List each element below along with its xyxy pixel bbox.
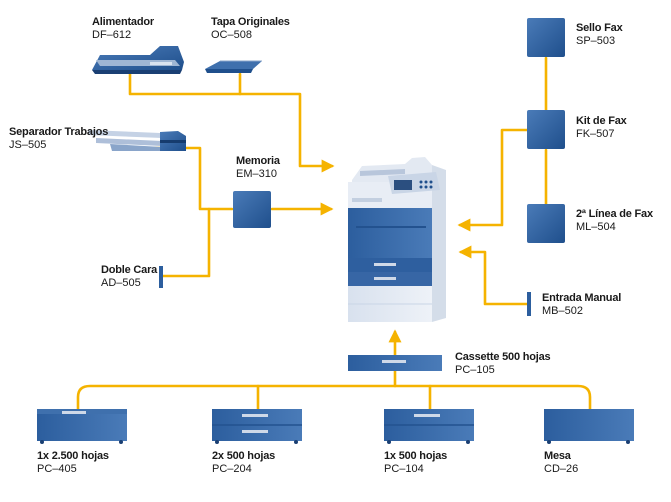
label-pc104: 1x 500 hojas PC–104 (384, 450, 447, 475)
manual-bypass-icon (527, 292, 531, 316)
label-doble-cara: Doble Cara AD–505 (101, 264, 157, 289)
label-memoria-name: Memoria (236, 155, 280, 167)
label-alimentador: Alimentador DF–612 (92, 16, 154, 41)
label-sello-fax-code: SP–503 (576, 34, 616, 47)
label-entrada-manual-name: Entrada Manual (542, 292, 622, 304)
label-kit-fax-code: FK–507 (576, 127, 615, 140)
two-drawer-cabinet-icon (212, 409, 302, 444)
label-separador-trabajos-code: JS–505 (9, 138, 47, 151)
connector-entrada-manual (458, 245, 529, 306)
memory-module-icon (233, 191, 271, 228)
fax-stamp-icon (527, 18, 565, 57)
document-feeder-icon (92, 46, 184, 74)
large-capacity-cabinet-icon (37, 409, 127, 444)
label-kit-fax: Kit de Fax FK–507 (576, 115, 627, 140)
fax-kit-icon (527, 110, 565, 149)
label-pc104-code: PC–104 (384, 462, 424, 475)
paper-cassette-icon (348, 355, 442, 371)
label-pc104-name: 1x 500 hojas (384, 450, 448, 462)
label-separador-trabajos: Separador Trabajos JS–505 (9, 126, 108, 151)
label-memoria-code: EM–310 (236, 167, 277, 180)
label-sello-fax: Sello Fax SP–503 (576, 22, 623, 47)
label-entrada-manual: Entrada Manual MB–502 (542, 292, 621, 317)
label-tapa-originales-code: OC–508 (211, 28, 252, 41)
label-pc204: 2x 500 hojas PC–204 (212, 450, 275, 475)
label-cassette-500: Cassette 500 hojas PC–105 (455, 351, 551, 376)
label-separador-trabajos-name: Separador Trabajos (9, 126, 109, 138)
job-separator-icon (88, 130, 186, 151)
label-tapa-originales-name: Tapa Originales (211, 16, 290, 28)
label-pc405-code: PC–405 (37, 462, 77, 475)
original-cover-icon (205, 60, 262, 73)
multifunction-printer-icon (348, 157, 446, 322)
label-alimentador-code: DF–612 (92, 28, 132, 41)
label-pc204-name: 2x 500 hojas (212, 450, 276, 462)
label-mesa: Mesa CD–26 (544, 450, 578, 475)
label-kit-fax-name: Kit de Fax (576, 115, 627, 127)
label-mesa-name: Mesa (544, 450, 571, 462)
connector-doble-cara (161, 207, 211, 278)
label-alimentador-name: Alimentador (92, 16, 154, 28)
label-doble-cara-name: Doble Cara (101, 264, 158, 276)
label-mesa-code: CD–26 (544, 462, 579, 475)
desk-cabinet-icon (544, 409, 634, 444)
label-pc405-name: 1x 2.500 hojas (37, 450, 109, 462)
label-doble-cara-code: AD–505 (101, 276, 141, 289)
one-drawer-cabinet-icon (384, 409, 474, 444)
connector-bus (76, 384, 592, 411)
label-pc405: 1x 2.500 hojas PC–405 (37, 450, 109, 475)
connector-separador (151, 146, 234, 211)
label-entrada-manual-code: MB–502 (542, 304, 583, 317)
label-pc204-code: PC–204 (212, 462, 252, 475)
connector-kit-main (457, 128, 529, 232)
duplex-unit-icon (159, 266, 163, 288)
label-tapa-originales: Tapa Originales OC–508 (211, 16, 290, 41)
label-memoria: Memoria EM–310 (236, 155, 280, 180)
label-linea-fax-name: 2ª Línea de Fax (576, 208, 653, 220)
fax-line-icon (527, 204, 565, 243)
label-linea-fax: 2ª Línea de Fax ML–504 (576, 208, 653, 233)
connector-alimentador (128, 72, 335, 173)
label-linea-fax-code: ML–504 (576, 220, 616, 233)
label-cassette-500-name: Cassette 500 hojas (455, 351, 551, 363)
label-sello-fax-name: Sello Fax (576, 22, 623, 34)
label-cassette-500-code: PC–105 (455, 363, 495, 376)
